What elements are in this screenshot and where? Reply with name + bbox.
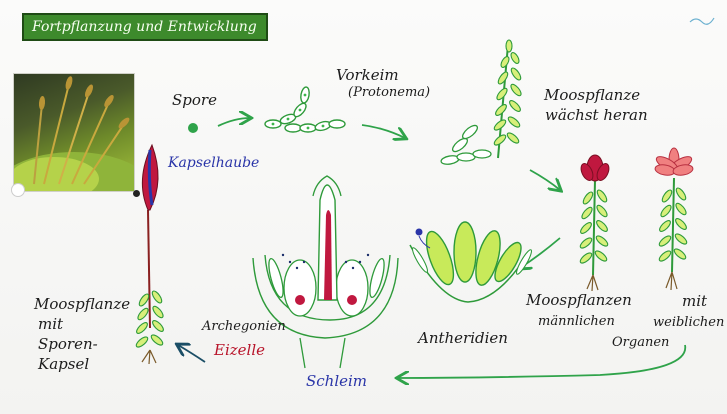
archegonien-drawing (253, 176, 398, 368)
label-moospflanze-kapsel-3: Sporen- (38, 336, 98, 353)
antheridien-drawing (410, 222, 534, 302)
label-moospflanze-waechst-1: Moospflanze (544, 87, 640, 104)
corner-scribble (690, 18, 714, 24)
label-moospflanze-kapsel-2: mit (38, 316, 63, 333)
arrow-to-sporophyte (178, 345, 205, 362)
arrow-spore-to-vorkeim (218, 118, 250, 126)
label-moospflanze-waechst-2: wächst heran (545, 107, 648, 124)
label-spore: Spore (172, 92, 217, 109)
label-moospflanze-kapsel-4: Kapsel (38, 356, 89, 373)
label-moospflanzen-1: Moospflanzen (526, 292, 632, 309)
label-organen: Organen (612, 334, 669, 351)
male-moss-plant (579, 155, 612, 291)
young-moss-plant (440, 40, 522, 166)
label-mit: mit (682, 293, 707, 310)
label-vorkeim: Vorkeim (336, 67, 399, 84)
female-moss-plant (654, 148, 694, 290)
label-schleim: Schleim (306, 373, 367, 390)
label-protonema: (Protonema) (348, 84, 430, 101)
label-moospflanze-kapsel-1: Moospflanze (34, 296, 130, 313)
protonema-drawing (265, 86, 345, 132)
arrow-to-adult-plants (530, 170, 560, 190)
spore-dot (188, 123, 198, 133)
label-antheridien: Antheridien (418, 330, 508, 347)
label-moospflanzen-2: männlichen (538, 313, 615, 330)
sporophyte-drawing (135, 145, 165, 364)
label-archegonien: Archegonien (202, 318, 286, 335)
label-eizelle: Eizelle (214, 342, 265, 359)
label-kapselhaube: Kapselhaube (168, 155, 259, 172)
arrow-vorkeim-to-plant (362, 125, 405, 138)
label-weiblichen: weiblichen (653, 314, 724, 331)
